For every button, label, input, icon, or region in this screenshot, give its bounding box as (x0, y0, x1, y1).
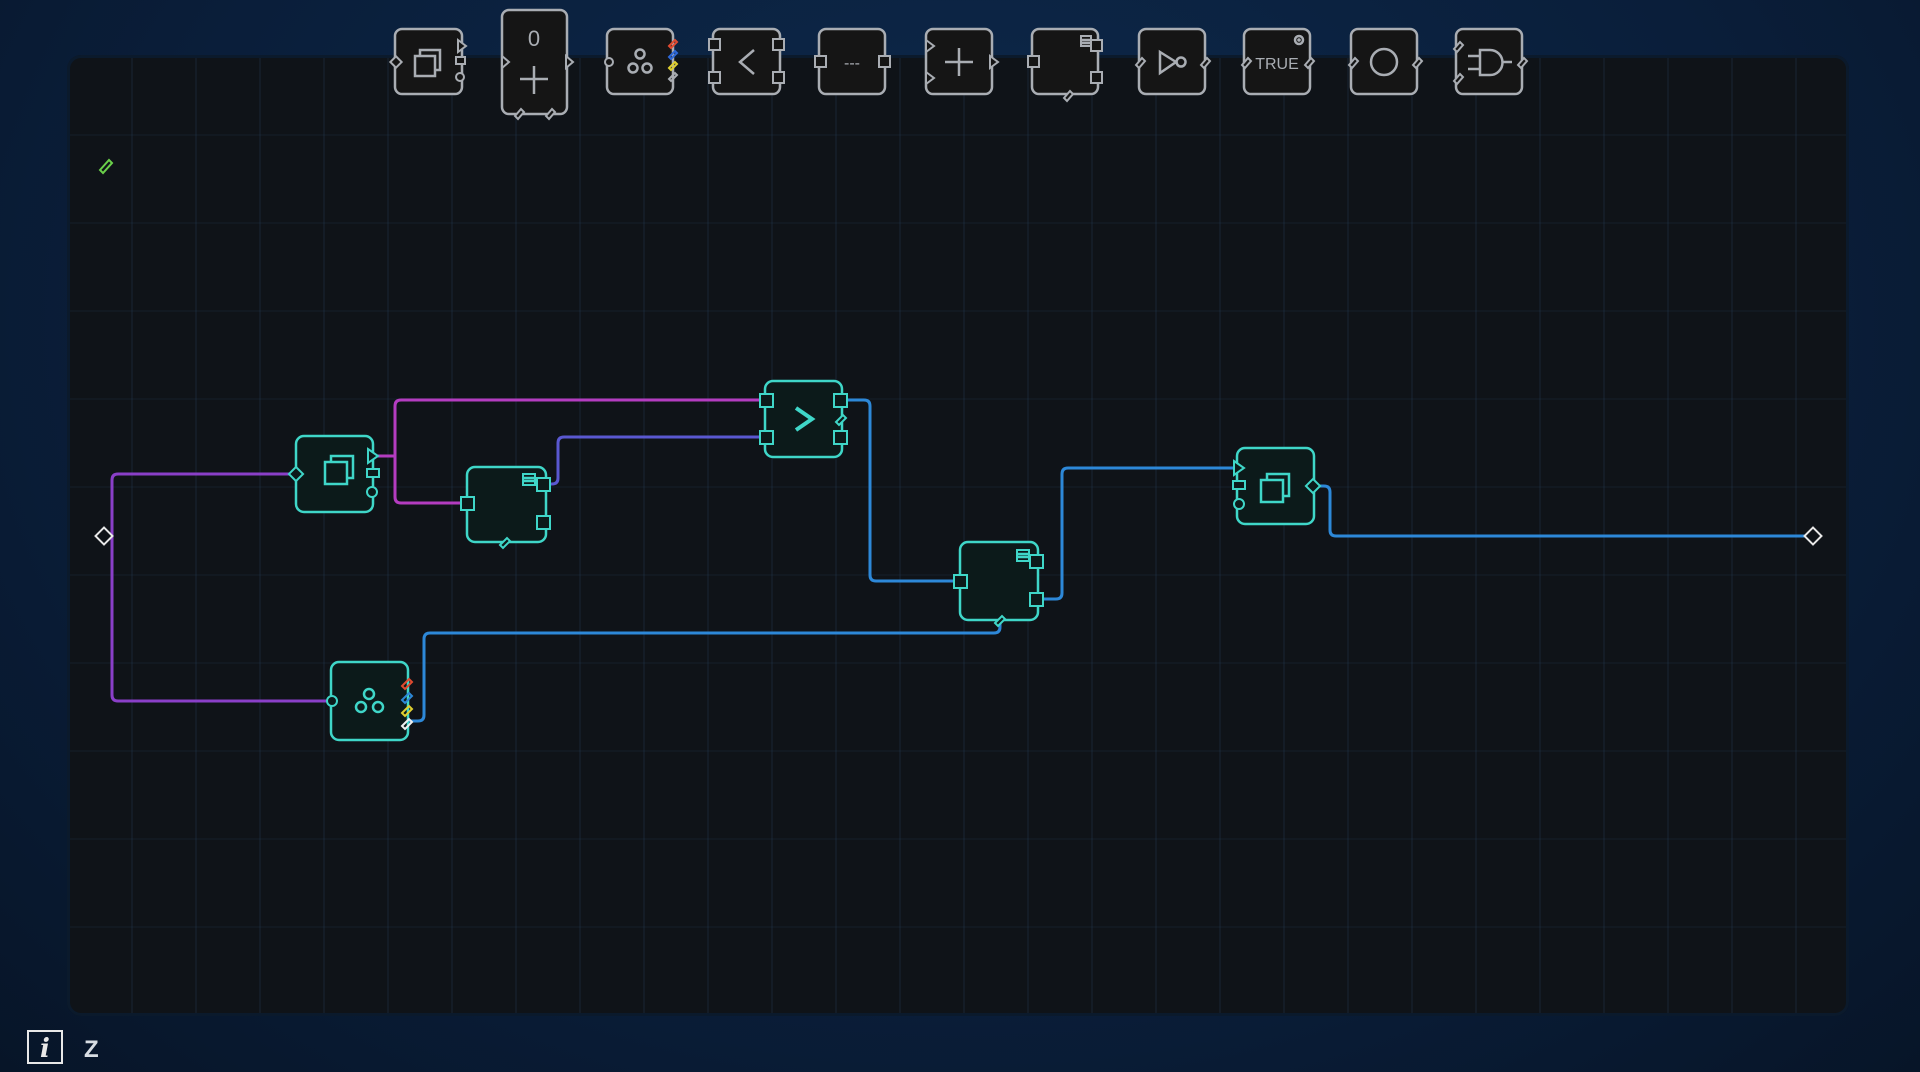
less-than-icon (738, 49, 755, 75)
wire-copy-to-memory[interactable] (393, 456, 467, 505)
dashes-icon: --- (844, 55, 860, 72)
radio-icon (1293, 34, 1305, 46)
plus-icon (520, 66, 548, 94)
toolbar-circle-block[interactable] (1347, 27, 1424, 96)
toolbar-memory-block[interactable] (1027, 27, 1103, 103)
three-dots-icon (354, 687, 385, 714)
node-memory[interactable] (460, 465, 551, 550)
copy-icon (413, 48, 442, 78)
toolbar: 0 --- TRUE (388, 8, 1529, 121)
info-button[interactable]: i (27, 1030, 63, 1064)
wire-input-to-copy[interactable] (104, 472, 296, 538)
wire-memory-to-compare[interactable] (546, 435, 765, 486)
input-terminal[interactable] (94, 526, 114, 546)
memory-icon (1080, 35, 1092, 47)
wire-split-to-memory2[interactable] (408, 620, 1002, 723)
node-split[interactable] (326, 660, 414, 742)
not-gate-icon (1158, 49, 1187, 76)
node-greater-than[interactable] (759, 379, 848, 459)
toolbar-split-block[interactable] (604, 27, 679, 96)
z-hotkey-label: Z (84, 1036, 99, 1063)
wire-input-to-split[interactable] (110, 536, 331, 703)
circle-icon (1369, 47, 1399, 77)
toolbar-wire-block[interactable]: --- (814, 27, 891, 96)
wires (104, 398, 1813, 723)
plus-icon (945, 48, 973, 76)
toolbar-not-gate-block[interactable] (1134, 27, 1212, 96)
true-label: TRUE (1255, 56, 1299, 73)
wire-copy2-to-output[interactable] (1314, 484, 1813, 538)
memory-bottom-port[interactable] (498, 536, 512, 550)
toolbar-counter-add-block[interactable]: 0 (500, 8, 575, 121)
memory-icon (522, 473, 536, 486)
toolbar-add-block[interactable] (924, 27, 1000, 96)
toolbar-and-gate-block[interactable] (1452, 27, 1529, 96)
wire-copy-to-compare[interactable] (373, 398, 765, 458)
output-terminal[interactable] (1803, 526, 1823, 546)
three-dots-icon (627, 48, 653, 74)
memory-icon (1016, 549, 1030, 562)
node-copy[interactable] (287, 434, 380, 514)
copy-icon (1259, 472, 1291, 504)
toolbar-constant-true-block[interactable]: TRUE (1240, 27, 1316, 96)
node-copy-2[interactable] (1232, 446, 1322, 526)
wire-memory2-to-copy2[interactable] (1038, 466, 1237, 601)
counter-value: 0 (528, 26, 540, 51)
copy-icon (323, 454, 355, 486)
greater-than-icon (794, 406, 816, 432)
toolbar-copy-block[interactable] (388, 27, 468, 96)
and-gate-icon (1468, 48, 1512, 77)
wire-compare-to-memory2[interactable] (842, 398, 960, 583)
node-memory-2[interactable] (953, 540, 1044, 628)
toolbar-less-than-block[interactable] (708, 27, 785, 96)
pencil-icon[interactable] (98, 158, 114, 175)
